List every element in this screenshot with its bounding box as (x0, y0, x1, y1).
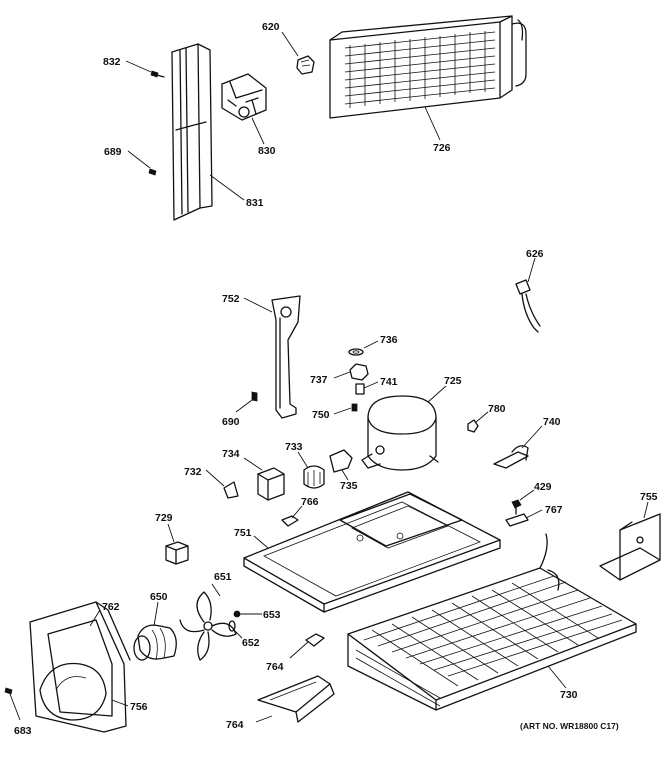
callout-766: 766 (301, 496, 319, 508)
callout-429: 429 (534, 481, 552, 493)
part-725-compressor (361, 395, 439, 471)
callout-764-lower: 764 (226, 719, 244, 731)
callout-683: 683 (14, 725, 32, 737)
callout-735: 735 (340, 480, 358, 492)
part-736-washer (348, 348, 364, 356)
part-732-clip (223, 481, 239, 499)
callout-736: 736 (380, 334, 398, 346)
callout-730: 730 (560, 689, 578, 701)
part-653-nut (233, 610, 241, 618)
callout-737: 737 (310, 374, 328, 386)
callout-734: 734 (222, 448, 240, 460)
part-767-clip (505, 513, 529, 527)
callout-689: 689 (104, 146, 122, 158)
callout-651: 651 (214, 571, 232, 583)
callout-650: 650 (150, 591, 168, 603)
callout-740: 740 (543, 416, 561, 428)
part-740-harness (493, 445, 529, 469)
callout-762: 762 (102, 601, 120, 613)
callout-labels: 620 726 832 830 689 831 626 752 736 737 … (14, 21, 658, 737)
part-652-washer (228, 620, 236, 632)
part-683-screw (4, 687, 13, 695)
callout-767: 767 (545, 504, 563, 516)
callout-729: 729 (155, 512, 173, 524)
part-752-bracket (271, 295, 301, 419)
callout-653: 653 (263, 609, 281, 621)
part-735-bracket (329, 449, 353, 473)
art-number: (ART NO. WR18800 C17) (520, 721, 619, 731)
callout-780: 780 (488, 403, 506, 415)
part-750-clip (351, 403, 358, 412)
part-620-grommet (296, 55, 315, 75)
callout-764-upper: 764 (266, 661, 284, 673)
part-831-channel (171, 43, 213, 221)
callout-620: 620 (262, 21, 280, 33)
callout-741: 741 (380, 376, 398, 388)
part-755-bracket (599, 513, 661, 581)
callout-750: 750 (312, 409, 330, 421)
callout-725: 725 (444, 375, 462, 387)
callout-752: 752 (222, 293, 240, 305)
part-726-evaporator (329, 15, 527, 119)
part-733-overload (303, 465, 325, 489)
part-626-cord (515, 279, 541, 333)
part-766-clip (281, 515, 299, 527)
callout-690: 690 (222, 416, 240, 428)
part-729-relay (165, 541, 189, 565)
part-689-screw (148, 168, 157, 176)
callout-652: 652 (242, 637, 260, 649)
callout-756: 756 (130, 701, 148, 713)
part-832-screw (150, 70, 165, 78)
callout-751: 751 (234, 527, 252, 539)
callout-830: 830 (258, 145, 276, 157)
part-830-thermostat (221, 73, 267, 121)
part-751-base-pan (243, 491, 501, 613)
callout-831: 831 (246, 197, 264, 209)
part-764-drain-pan (257, 675, 335, 723)
part-780-clip (467, 419, 479, 433)
part-741-sleeve (355, 383, 365, 395)
callout-755: 755 (640, 491, 658, 503)
part-730-condenser (347, 533, 637, 711)
callout-732: 732 (184, 466, 202, 478)
callout-726: 726 (433, 142, 451, 154)
part-762-shroud (29, 601, 131, 733)
part-737-grommet (349, 363, 369, 381)
part-429-screw (511, 499, 522, 515)
part-690-screw (251, 391, 258, 402)
part-764-clip-upper (305, 633, 325, 647)
callout-832: 832 (103, 56, 121, 68)
part-651-fan-blade (179, 591, 237, 661)
callout-733: 733 (285, 441, 303, 453)
part-650-fan-motor (133, 624, 177, 661)
part-734-relay (257, 467, 285, 501)
callout-626: 626 (526, 248, 544, 260)
